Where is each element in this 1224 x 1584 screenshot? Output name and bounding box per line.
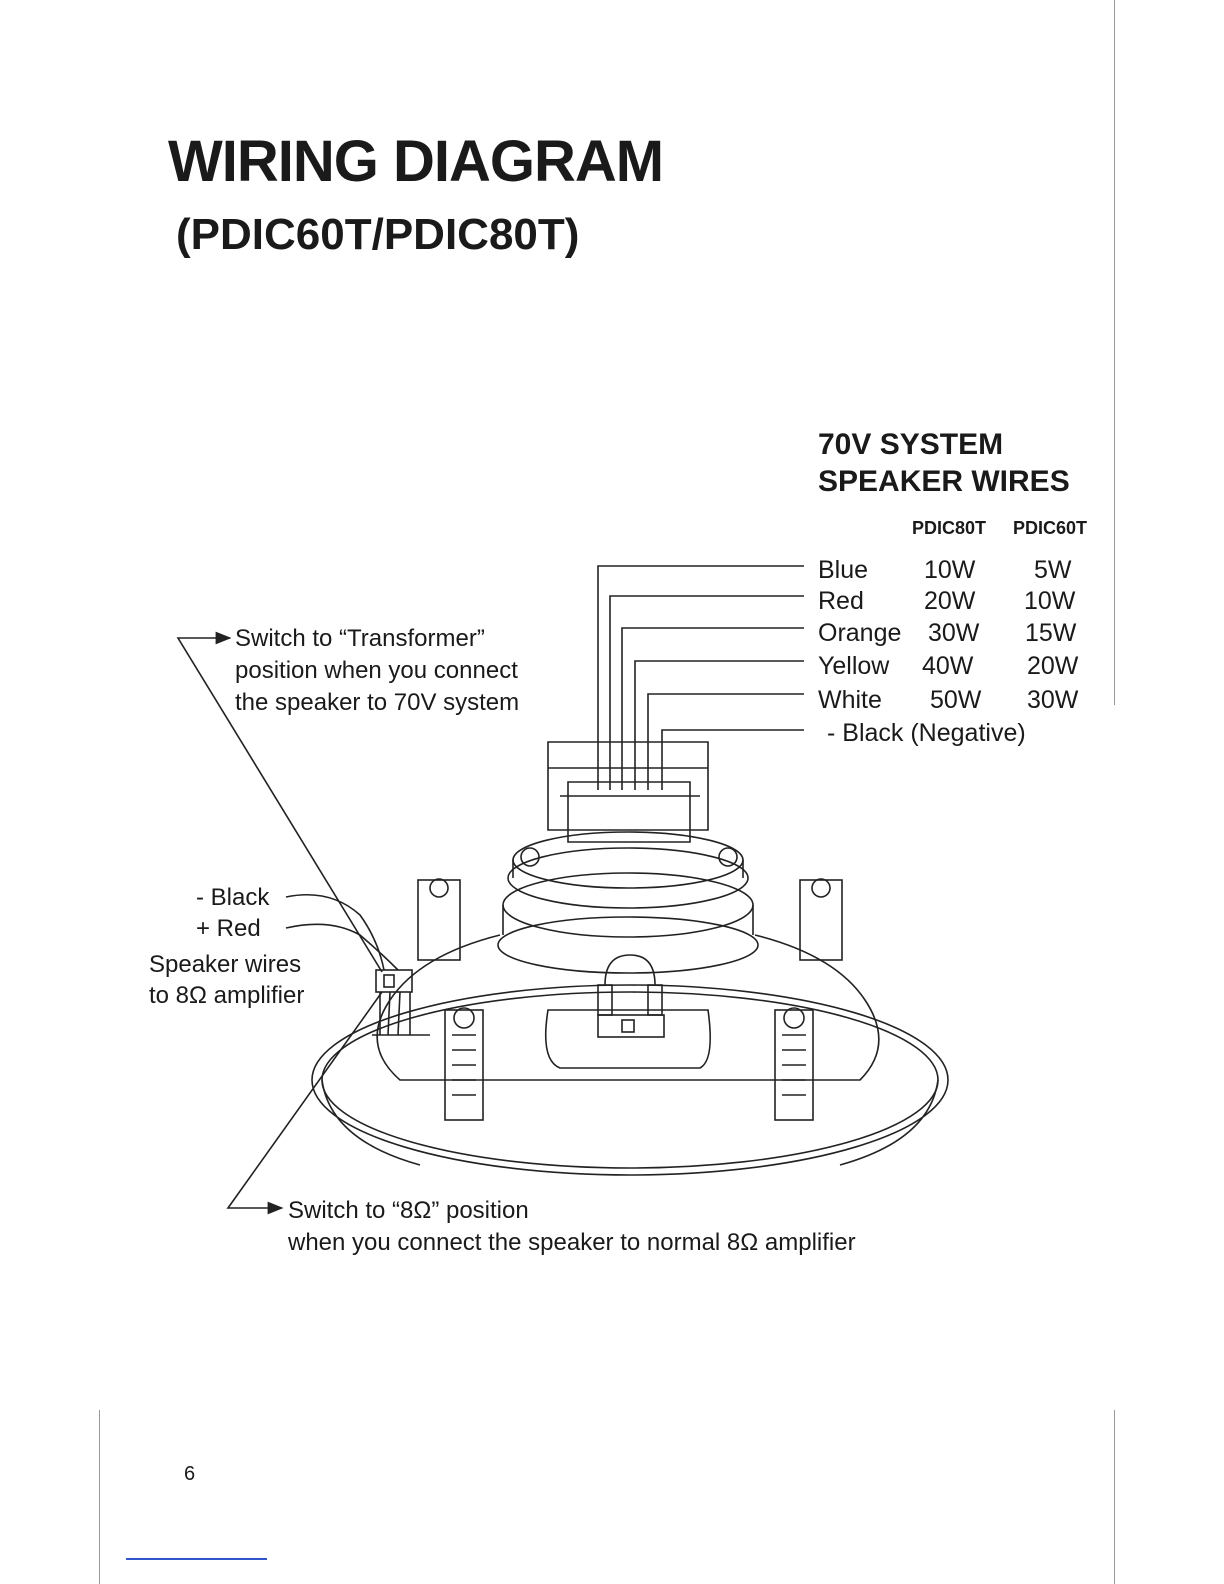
wire-pdic60t-power: 5W (1034, 556, 1072, 584)
wire-row-yellow: Yellow 40W 20W (818, 652, 1108, 684)
transformer (547, 741, 709, 843)
page-subtitle: (PDIC60T/PDIC80T) (176, 210, 580, 259)
wire-color: Red (818, 587, 864, 615)
mounting-clamps (417, 878, 843, 1121)
speaker-wires-desc-line2: to 8Ω amplifier (149, 982, 305, 1009)
wire-pdic80t-power: 30W (928, 619, 980, 647)
wire-pdic80t-power: 10W (924, 556, 976, 584)
wire-color: Orange (818, 619, 902, 647)
wire-row-white: White 50W 30W (818, 686, 1108, 718)
speaker-terminals (597, 954, 665, 1038)
ohm-note-line1: Switch to “8Ω” position (288, 1197, 529, 1224)
system-title-line2: SPEAKER WIRES (818, 465, 1070, 498)
right-margin-rule-bottom (1114, 1410, 1115, 1584)
wire-pdic80t-power: 50W (930, 686, 982, 714)
footer-link-underline (126, 1558, 267, 1560)
ohm-switch-note: Switch to “8Ω” position when you connect… (288, 1195, 856, 1259)
wire-color: Yellow (818, 652, 890, 680)
speaker-wires-description: Speaker wires to 8Ω amplifier (149, 949, 304, 1011)
column-header-pdic80t: PDIC80T (912, 518, 987, 538)
transformer-leader-wires (597, 565, 804, 790)
system-title: 70V SYSTEM SPEAKER WIRES (818, 426, 1070, 500)
speaker-basket (376, 916, 880, 1081)
right-margin-rule-top (1114, 0, 1115, 705)
transformer-switch-note: Switch to “Transformer” position when yo… (235, 623, 519, 719)
negative-wire-label: - Black (Negative) (827, 719, 1026, 747)
trim-ring (311, 984, 949, 1176)
ohm-note-arrow (226, 991, 383, 1215)
speaker-wires-desc-line1: Speaker wires (149, 951, 302, 978)
transformer-note-line1: Switch to “Transformer” (235, 625, 485, 652)
system-title-line1: 70V SYSTEM (818, 428, 1004, 461)
impedance-switch (372, 969, 430, 1036)
column-header-pdic60t: PDIC60T (1013, 518, 1088, 538)
transformer-note-line2: position when you connect (235, 657, 518, 684)
wire-color: Blue (818, 556, 869, 584)
wire-pdic60t-power: 10W (1024, 587, 1076, 615)
wire-pdic80t-power: 20W (924, 587, 976, 615)
wire-row-orange: Orange 30W 15W (818, 619, 1108, 651)
wire-pdic80t-power: 40W (922, 652, 974, 680)
page-number: 6 (184, 1463, 196, 1485)
black-wire-label: - Black (196, 884, 270, 911)
wire-pdic60t-power: 20W (1027, 652, 1079, 680)
ohm-note-line2: when you connect the speaker to normal 8… (288, 1229, 856, 1256)
transformer-note-line3: the speaker to 70V system (235, 689, 520, 716)
transformer-note-arrow (176, 631, 383, 973)
wire-row-red: Red 20W 10W (818, 587, 1108, 619)
red-wire-label: + Red (196, 915, 261, 942)
wire-pdic60t-power: 15W (1025, 619, 1077, 647)
magnet-assembly (502, 831, 754, 938)
wire-color: White (818, 686, 882, 714)
wire-row-blue: Blue 10W 5W (818, 556, 1108, 588)
left-margin-rule-bottom (99, 1410, 100, 1584)
page-title: WIRING DIAGRAM (168, 129, 664, 194)
wire-pdic60t-power: 30W (1027, 686, 1079, 714)
wire-row-negative: - Black (Negative) (827, 719, 1117, 751)
